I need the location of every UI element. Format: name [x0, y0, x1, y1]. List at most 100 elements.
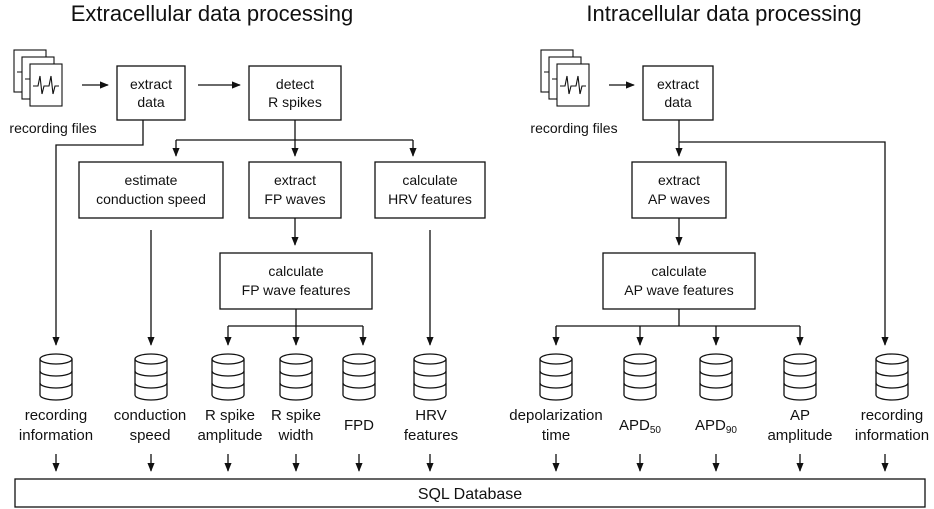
extracellular-files-label: recording files	[9, 120, 96, 136]
svg-text:information: information	[855, 427, 929, 444]
calculate-ap-features-line2: AP wave features	[624, 282, 733, 298]
svg-text:conduction: conduction	[114, 407, 187, 424]
svg-text:R spike: R spike	[205, 407, 255, 424]
calculate-hrv-box	[374, 161, 486, 219]
extract-fp-waves-line1: extract	[274, 172, 316, 188]
calculate-fp-features-box	[219, 252, 373, 310]
svg-text:calculate: calculate	[651, 263, 706, 279]
intracellular-connectors	[552, 81, 889, 346]
output-depolarization-time-1: depolarization	[509, 407, 602, 424]
output-conduction-speed-2: speed	[130, 427, 171, 444]
sql-arrows	[52, 454, 889, 472]
svg-text:extract: extract	[130, 76, 172, 92]
svg-text:APD90: APD90	[695, 417, 737, 436]
detect-r-spikes-line2: R spikes	[268, 94, 322, 110]
output-conduction-speed-1: conduction	[114, 407, 187, 424]
svg-text:width: width	[277, 427, 313, 444]
svg-text:AP waves: AP waves	[648, 191, 710, 207]
extracellular-title: Extracellular data processing	[71, 1, 353, 26]
svg-text:R spike: R spike	[271, 407, 321, 424]
intra-extract-data-line2: data	[664, 94, 691, 110]
output-recording-information-2: information	[19, 427, 93, 444]
estimate-conduction-box	[78, 161, 224, 219]
svg-text:depolarization: depolarization	[509, 407, 602, 424]
intracellular-files-icon	[540, 49, 590, 107]
intra-extract-data-box	[642, 65, 714, 121]
svg-text:estimate: estimate	[125, 172, 178, 188]
svg-text:conduction speed: conduction speed	[96, 191, 206, 207]
output-ap-amplitude-1: AP	[790, 407, 810, 424]
output-r-spike-amplitude-1: R spike	[205, 407, 255, 424]
extract-fp-waves-line2: FP waves	[264, 191, 325, 207]
detect-r-spikes-line1: detect	[276, 76, 314, 92]
output-intra-recording-information-1: recording	[861, 407, 924, 424]
svg-text:FPD: FPD	[344, 417, 374, 434]
output-fpd: FPD	[344, 417, 374, 434]
svg-text:AP wave features: AP wave features	[624, 282, 733, 298]
output-apd90-sub: 90	[726, 425, 738, 436]
svg-text:calculate: calculate	[268, 263, 323, 279]
extract-data-box	[116, 65, 186, 121]
svg-text:speed: speed	[130, 427, 171, 444]
output-intra-recording-information-2: information	[855, 427, 929, 444]
database-icons	[39, 353, 909, 401]
svg-text:APD50: APD50	[619, 417, 661, 436]
sql-database-label: SQL Database	[418, 486, 522, 503]
calculate-fp-features-line2: FP wave features	[242, 282, 351, 298]
svg-text:FP wave features: FP wave features	[242, 282, 351, 298]
svg-text:HRV: HRV	[415, 407, 446, 424]
svg-text:data: data	[137, 94, 164, 110]
svg-text:detect: detect	[276, 76, 314, 92]
extract-data-line2: data	[137, 94, 164, 110]
svg-text:amplitude: amplitude	[767, 427, 832, 444]
estimate-conduction-line1: estimate	[125, 172, 178, 188]
svg-text:features: features	[404, 427, 458, 444]
output-ap-amplitude-2: amplitude	[767, 427, 832, 444]
svg-text:recording: recording	[861, 407, 924, 424]
svg-text:information: information	[19, 427, 93, 444]
svg-text:extract: extract	[657, 76, 699, 92]
calculate-hrv-line2: HRV features	[388, 191, 472, 207]
output-apd50-base: APD	[619, 417, 650, 434]
extracellular-output-labels: recording information conduction speed R…	[19, 407, 458, 444]
svg-text:FP waves: FP waves	[264, 191, 325, 207]
intracellular-title: Intracellular data processing	[586, 1, 861, 26]
extract-ap-waves-line2: AP waves	[648, 191, 710, 207]
output-hrv-features-1: HRV	[415, 407, 446, 424]
svg-text:HRV features: HRV features	[388, 191, 472, 207]
detect-r-spikes-box	[248, 65, 342, 121]
sql-database-bar	[14, 478, 926, 508]
svg-text:R spikes: R spikes	[268, 94, 322, 110]
output-depolarization-time-2: time	[542, 427, 570, 444]
extract-fp-waves-box	[248, 161, 342, 219]
output-r-spike-amplitude-2: amplitude	[197, 427, 262, 444]
calculate-hrv-line1: calculate	[402, 172, 457, 188]
svg-text:extract: extract	[274, 172, 316, 188]
svg-text:AP: AP	[790, 407, 810, 424]
intra-extract-data-line1: extract	[657, 76, 699, 92]
svg-text:data: data	[664, 94, 691, 110]
extracellular-files-icon	[13, 49, 63, 107]
calculate-fp-features-line1: calculate	[268, 263, 323, 279]
calculate-ap-features-line1: calculate	[651, 263, 706, 279]
svg-text:amplitude: amplitude	[197, 427, 262, 444]
output-recording-information-1: recording	[25, 407, 88, 424]
intracellular-files-label: recording files	[530, 120, 617, 136]
extract-data-line1: extract	[130, 76, 172, 92]
output-hrv-features-2: features	[404, 427, 458, 444]
intracellular-output-labels: depolarization time APD50 APD90 AP ampli…	[509, 407, 929, 444]
output-r-spike-width-2: width	[277, 427, 313, 444]
estimate-conduction-line2: conduction speed	[96, 191, 206, 207]
svg-text:extract: extract	[658, 172, 700, 188]
calculate-ap-features-box	[602, 252, 756, 310]
extract-ap-waves-box	[631, 161, 727, 219]
output-apd90-base: APD	[695, 417, 726, 434]
svg-text:calculate: calculate	[402, 172, 457, 188]
extracellular-connectors	[52, 81, 434, 346]
svg-text:time: time	[542, 427, 570, 444]
output-apd50-sub: 50	[650, 425, 662, 436]
extract-ap-waves-line1: extract	[658, 172, 700, 188]
svg-text:recording: recording	[25, 407, 88, 424]
output-r-spike-width-1: R spike	[271, 407, 321, 424]
